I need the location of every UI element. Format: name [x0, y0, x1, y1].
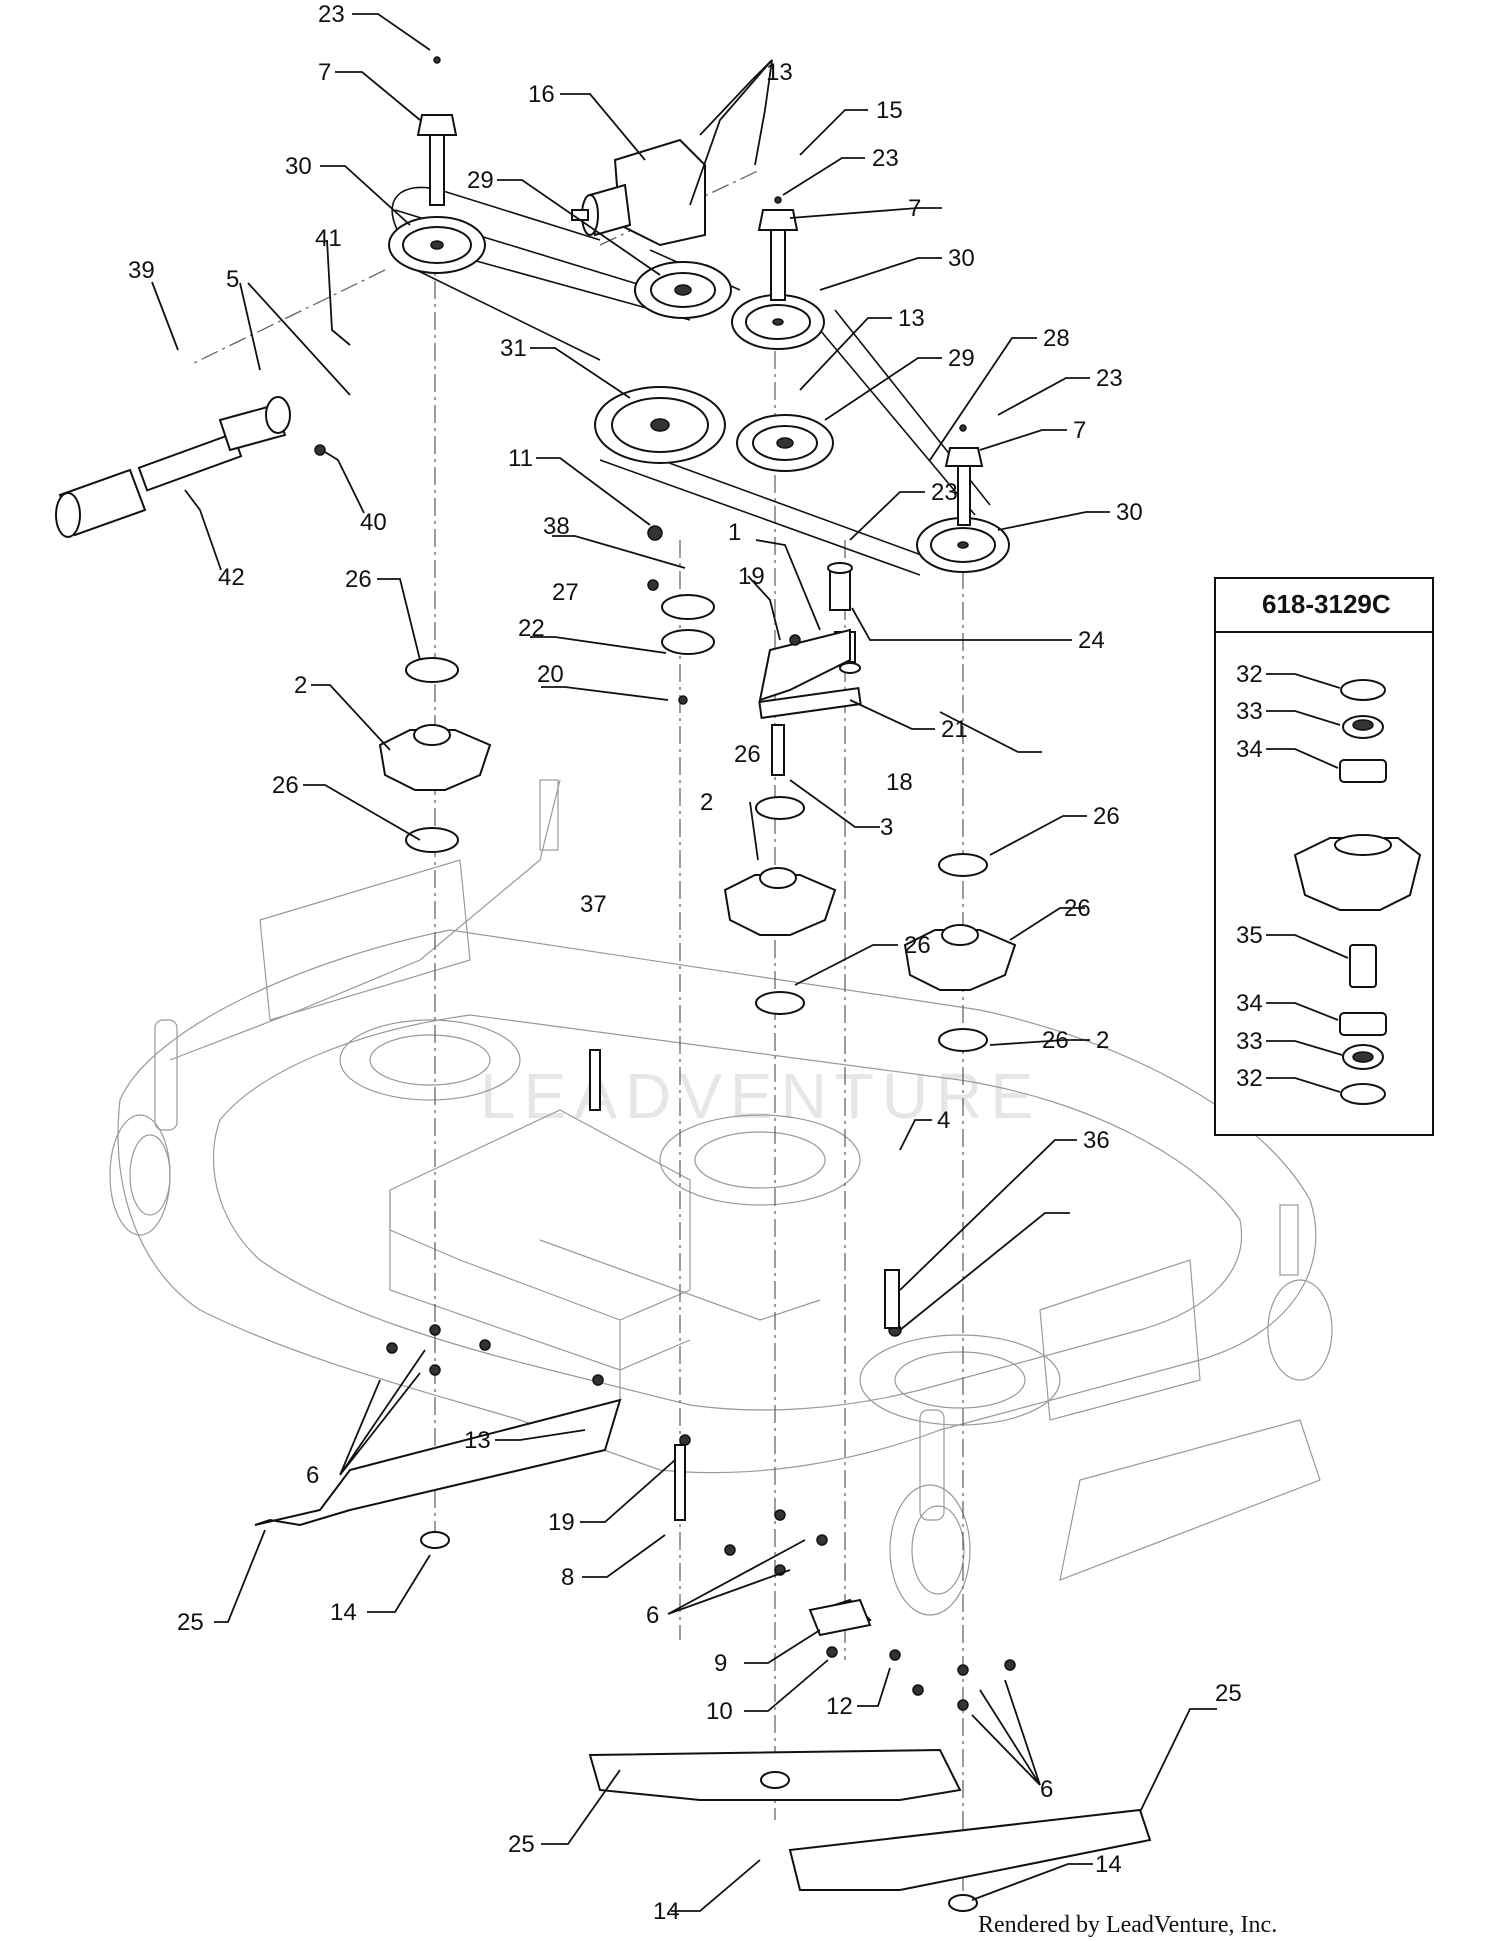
- callout: 14: [1095, 1851, 1122, 1878]
- callout: 26: [1064, 895, 1091, 922]
- inset-label: 32: [1236, 661, 1263, 688]
- callout: 19: [548, 1509, 575, 1536]
- drive-shaft: [55, 396, 291, 538]
- callout: 31: [500, 335, 527, 362]
- callout: 6: [1040, 1776, 1053, 1803]
- hardware: [314, 444, 1016, 1711]
- callout: 13: [898, 305, 925, 332]
- inset-label: 34: [1236, 736, 1263, 763]
- callout: 24: [1078, 627, 1105, 654]
- callout: 26: [1042, 1027, 1069, 1054]
- callout: 21: [941, 716, 968, 743]
- callout: 10: [706, 1698, 733, 1725]
- callout: 6: [646, 1602, 659, 1629]
- mower-deck: [109, 779, 1333, 1616]
- callout: 14: [653, 1898, 680, 1925]
- blades: [254, 1398, 1152, 1912]
- inset-label: 32: [1236, 1065, 1263, 1092]
- callout: 41: [315, 225, 342, 252]
- alignment-lines: [189, 169, 964, 1905]
- callout: 13: [766, 59, 793, 86]
- callout-labels: 23 7 16 13 15 23 30 29 7 30 41 39 5 13 3…: [128, 1, 1242, 1925]
- callout: 8: [561, 1564, 574, 1591]
- callout: 3: [880, 814, 893, 841]
- callout: 25: [177, 1609, 204, 1636]
- callout: 16: [528, 81, 555, 108]
- spindle-inset: 618-3129C 32 33 34 35 34 33 32: [1214, 577, 1434, 1136]
- callout: 37: [580, 891, 607, 918]
- callout: 1: [728, 519, 741, 546]
- callout: 23: [1096, 365, 1123, 392]
- callout: 26: [734, 741, 761, 768]
- credit-text: Rendered by LeadVenture, Inc.: [978, 1912, 1277, 1938]
- callout: 4: [937, 1107, 950, 1134]
- callout: 29: [467, 167, 494, 194]
- callout: 19: [738, 563, 765, 590]
- callout: 9: [714, 1650, 727, 1677]
- callout: 30: [948, 245, 975, 272]
- callout: 28: [1043, 325, 1070, 352]
- callout: 7: [318, 59, 331, 86]
- inset-label: 33: [1236, 698, 1263, 725]
- callout: 15: [876, 97, 903, 124]
- callout: 14: [330, 1599, 357, 1626]
- leader-lines: [151, 13, 1217, 1912]
- callout: 2: [1096, 1027, 1109, 1054]
- callout: 26: [904, 932, 931, 959]
- callout: 42: [218, 564, 245, 591]
- callout: 38: [543, 513, 570, 540]
- watermark-text: LEADVENTURE: [480, 1060, 1041, 1132]
- callout: 20: [537, 661, 564, 688]
- inset-label: 33: [1236, 1028, 1263, 1055]
- callout: 22: [518, 615, 545, 642]
- inset-label: 35: [1236, 922, 1263, 949]
- callout: 26: [272, 772, 299, 799]
- callout: 27: [552, 579, 579, 606]
- inset-title: 618-3129C: [1262, 589, 1391, 619]
- callout: 2: [700, 789, 713, 816]
- callout: 29: [948, 345, 975, 372]
- pulley-bolts: [416, 56, 984, 526]
- callout: 7: [1073, 417, 1086, 444]
- callout: 26: [1093, 803, 1120, 830]
- callout: 18: [886, 769, 913, 796]
- callout: 25: [508, 1831, 535, 1858]
- callout: 40: [360, 509, 387, 536]
- idler-arm: [758, 562, 862, 776]
- pulleys: [388, 216, 1010, 573]
- callout: 7: [908, 195, 921, 222]
- callout: 23: [872, 145, 899, 172]
- gearbox: [571, 138, 706, 247]
- callout: 36: [1083, 1127, 1110, 1154]
- callout: 23: [318, 1, 345, 28]
- callout: 6: [306, 1462, 319, 1489]
- callout: 23: [931, 479, 958, 506]
- callout: 12: [826, 1693, 853, 1720]
- callout: 39: [128, 257, 155, 284]
- callout: 11: [508, 445, 533, 472]
- callout: 2: [294, 672, 307, 699]
- spindles: [378, 594, 1017, 1052]
- callout: 13: [464, 1427, 491, 1454]
- callout: 30: [285, 153, 312, 180]
- callout: 30: [1116, 499, 1143, 526]
- callout: 26: [345, 566, 372, 593]
- inset-label: 34: [1236, 990, 1263, 1017]
- callout: 25: [1215, 1680, 1242, 1707]
- callout: 5: [226, 266, 239, 293]
